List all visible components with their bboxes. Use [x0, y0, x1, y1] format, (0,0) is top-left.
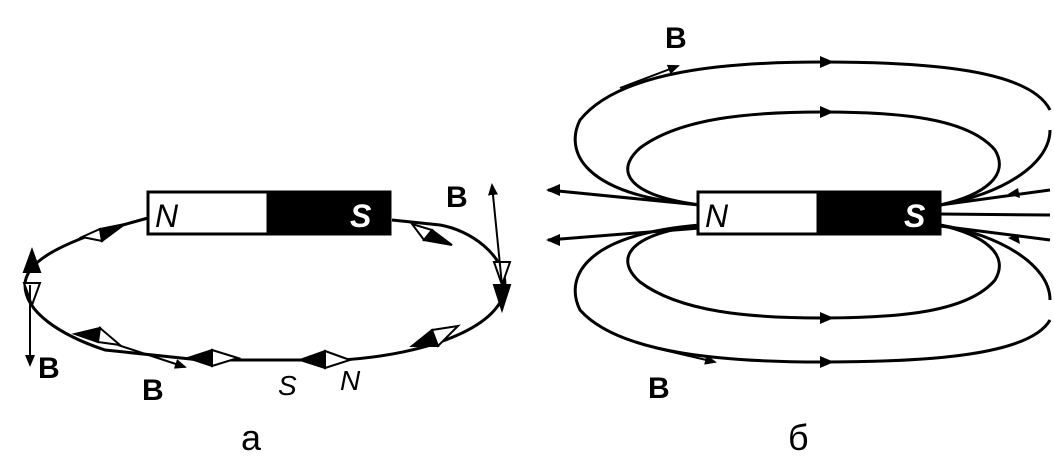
field-label-b: B: [665, 22, 687, 55]
magnet-north-label: N: [705, 198, 729, 234]
compass-needle: [296, 349, 326, 370]
field-vector-b: [654, 347, 717, 365]
compass-north-label: N: [340, 365, 361, 396]
field-label-b: B: [38, 352, 60, 385]
compass-needle: [324, 349, 354, 370]
field-label-b: B: [446, 181, 468, 214]
compass-needle: [211, 348, 242, 368]
field-vector-b: [488, 183, 503, 286]
compass-needle: [422, 228, 453, 246]
field-lines: [546, 56, 1052, 368]
compass-needle: [78, 227, 104, 243]
panel-b: N S B B б: [546, 22, 1052, 458]
compass-needle: [96, 326, 124, 347]
magnet-north-label: N: [155, 198, 179, 234]
magnet-south-label: S: [350, 198, 372, 234]
compass-needle: [22, 282, 42, 308]
field-label-b: B: [648, 372, 670, 405]
field-vector-b: [117, 344, 187, 369]
compass-needle: [184, 348, 213, 368]
bar-magnet-a: N S: [146, 190, 392, 236]
compass-needle: [430, 324, 461, 348]
compass-needle: [492, 261, 512, 289]
field-vector-b: [619, 64, 680, 89]
compass-needle: [22, 247, 42, 273]
magnet-south-label: S: [904, 198, 926, 234]
compass-needle: [98, 223, 126, 243]
panel-a-caption: а: [241, 417, 262, 458]
panel-a: N S B B B S: [22, 181, 512, 458]
compass-needles: [22, 222, 512, 370]
panel-b-caption: б: [788, 417, 809, 458]
compass-south-label: S: [278, 370, 297, 401]
bar-magnet-b: N S: [696, 190, 942, 236]
field-label-b: B: [142, 374, 164, 407]
